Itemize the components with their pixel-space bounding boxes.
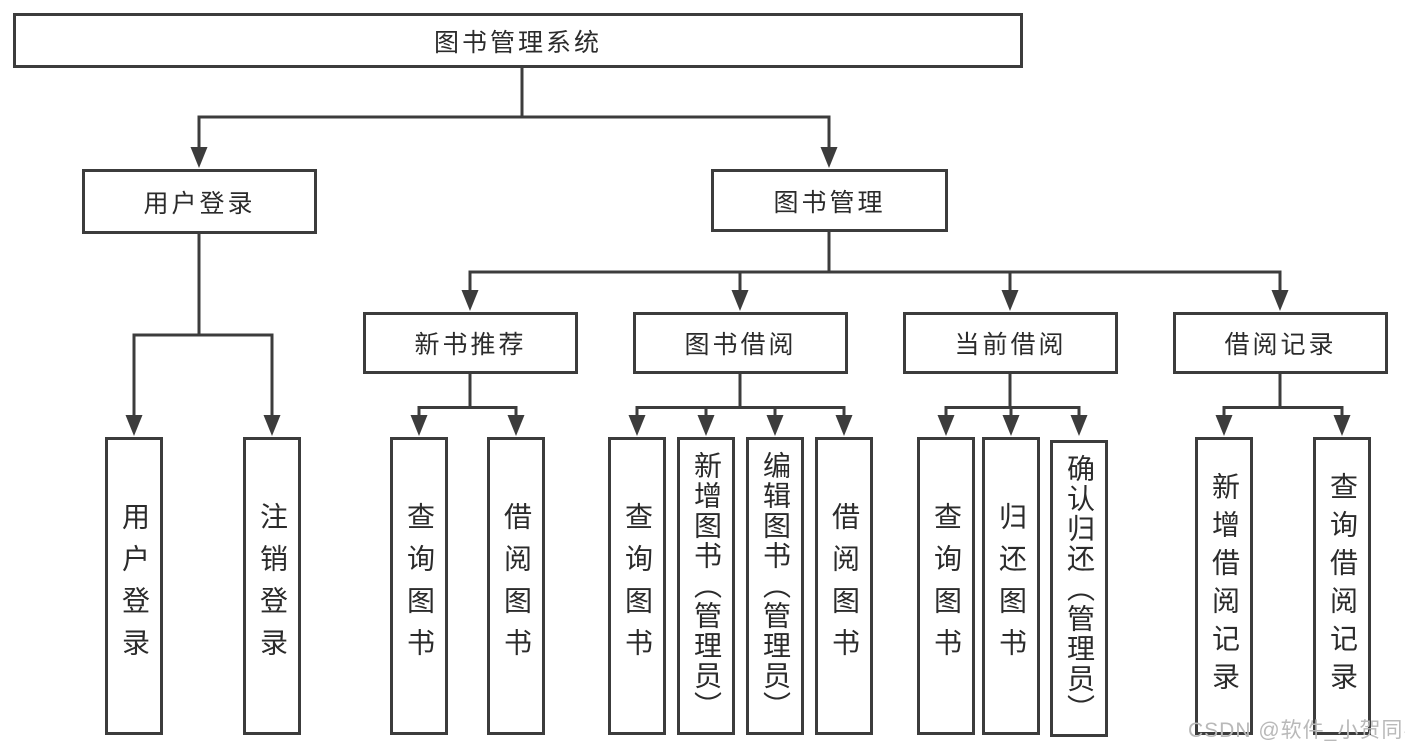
leaf-add-book-admin: 新增图书（管理员） [677, 437, 735, 735]
arrowhead-icon [628, 415, 646, 436]
node-root-system: 图书管理系统 [13, 13, 1023, 68]
arrowhead-icon [1271, 290, 1289, 311]
arrowhead-icon [410, 415, 428, 436]
node-book-borrow: 图书借阅 [633, 312, 848, 374]
arrowhead-icon [937, 415, 955, 436]
leaf-return-book: 归还图书 [982, 437, 1040, 735]
node-book-management: 图书管理 [711, 169, 948, 232]
node-borrow-records: 借阅记录 [1173, 312, 1388, 374]
leaf-edit-book-admin: 编辑图书（管理员） [746, 437, 804, 735]
arrowhead-icon [190, 147, 208, 168]
arrowhead-icon [1002, 415, 1020, 436]
leaf-logout: 注销登录 [243, 437, 301, 735]
arrowhead-icon [835, 415, 853, 436]
leaf-query-borrow-record: 查询借阅记录 [1313, 437, 1371, 735]
leaf-add-borrow-record: 新增借阅记录 [1195, 437, 1253, 735]
leaf-borrow-books-recommend: 借阅图书 [487, 437, 545, 735]
node-new-book-recommend: 新书推荐 [363, 312, 578, 374]
arrowhead-icon [1070, 415, 1088, 436]
csdn-watermark: CSDN @软件_小贺同学 [1188, 719, 1405, 742]
leaf-query-books-current: 查询图书 [917, 437, 975, 735]
arrowhead-icon [461, 290, 479, 311]
arrowhead-icon [766, 415, 784, 436]
leaf-user-login: 用户登录 [105, 437, 163, 735]
leaf-confirm-return-admin: 确认归还（管理员） [1050, 440, 1108, 737]
leaf-query-books-recommend: 查询图书 [390, 437, 448, 735]
arrowhead-icon [697, 415, 715, 436]
arrowhead-icon [731, 290, 749, 311]
leaf-query-books-borrow: 查询图书 [608, 437, 666, 735]
arrowhead-icon [820, 147, 838, 168]
node-current-borrow: 当前借阅 [903, 312, 1118, 374]
node-user-login: 用户登录 [82, 169, 317, 234]
arrowhead-icon [1333, 415, 1351, 436]
leaf-borrow-books: 借阅图书 [815, 437, 873, 735]
arrowhead-icon [125, 415, 143, 436]
arrowhead-icon [507, 415, 525, 436]
arrowhead-icon [1001, 290, 1019, 311]
arrowhead-icon [1215, 415, 1233, 436]
arrowhead-icon [263, 415, 281, 436]
